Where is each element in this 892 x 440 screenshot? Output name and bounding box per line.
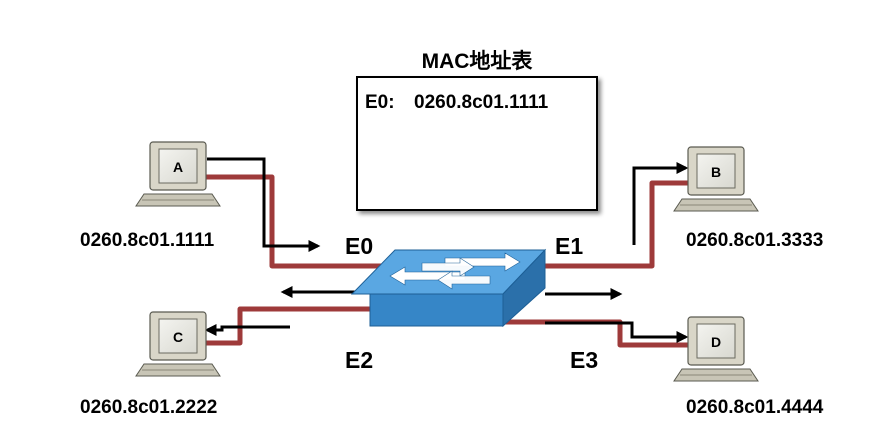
host-b-letter: B [711,164,721,180]
arrow-a-to-e0 [207,157,321,252]
link-a-e0 [205,174,395,269]
arrow-to-d [545,321,689,343]
workstation-icon [135,141,221,207]
host-a: A [135,141,221,207]
workstation-icon [673,316,759,382]
host-b: B [673,146,759,212]
arrow-to-c [204,324,290,336]
port-label-e1: E1 [555,233,583,259]
mac-table-entry-port: E0: [365,92,395,113]
mac-table-entry-mac: 0260.8c01.1111 [414,92,549,113]
port-label-e0: E0 [345,233,373,259]
workstation-icon [135,311,221,377]
host-c: C [135,311,221,377]
host-c-letter: C [173,329,183,345]
port-label-e2: E2 [345,347,373,373]
host-a-mac: 0260.8c01.1111 [80,230,215,251]
link-e1-b [520,180,688,269]
layer2-switch-icon [350,248,547,328]
switch-side [502,248,546,328]
host-c-mac: 0260.8c01.2222 [80,397,217,418]
link-e3-d [500,319,688,348]
arrow-to-b [632,162,689,245]
arrows [204,157,689,343]
host-d-mac: 0260.8c01.4444 [686,397,824,418]
port-label-e3: E3 [570,347,598,373]
mac-table: MAC地址表 E0: 0260.8c01.1111 [356,49,598,211]
mac-table-box [356,76,598,211]
host-b-mac: 0260.8c01.3333 [686,230,823,251]
host-d-letter: D [711,334,721,350]
host-d: D [673,316,759,382]
mac-table-title: MAC地址表 [422,49,534,73]
workstation-icon [673,146,759,212]
port-labels: E0 E1 E2 E3 [345,233,598,373]
switch-front [369,293,504,327]
host-a-letter: A [173,159,183,175]
